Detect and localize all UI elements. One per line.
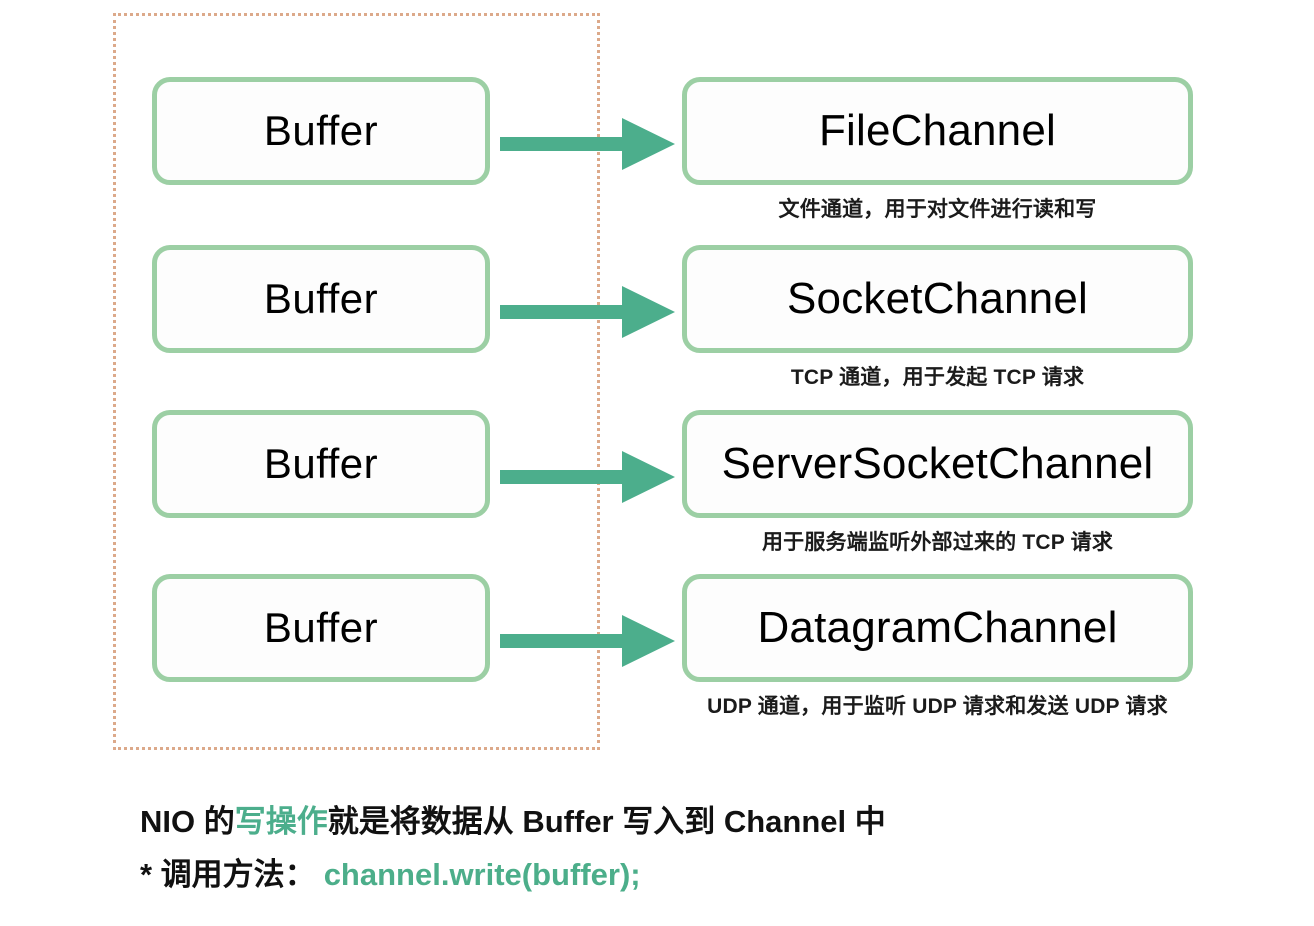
channel-caption: 用于服务端监听外部过来的 TCP 请求 xyxy=(761,531,1114,554)
write-arrow-icon xyxy=(500,451,675,503)
write-arrow-icon xyxy=(500,286,675,338)
summary-block: NIO 的写操作就是将数据从 Buffer 写入到 Channel 中 * 调用… xyxy=(140,806,1240,890)
buffer-group-region xyxy=(113,13,600,750)
channel-label: DatagramChannel xyxy=(757,603,1118,652)
summary-line-method: * 调用方法：channel.write(buffer); xyxy=(140,859,1240,890)
buffer-box: Buffer xyxy=(152,77,490,185)
buffer-label: Buffer xyxy=(263,440,379,487)
channel-label: ServerSocketChannel xyxy=(721,439,1154,488)
buffer-label: Buffer xyxy=(263,107,379,154)
channel-label: SocketChannel xyxy=(786,274,1089,323)
buffer-box: Buffer xyxy=(152,574,490,682)
summary-accent: 写操作 xyxy=(234,804,328,839)
channel-caption: TCP 通道，用于发起 TCP 请求 xyxy=(790,366,1085,389)
channel-box: DatagramChannel xyxy=(682,574,1193,682)
buffer-box: Buffer xyxy=(152,245,490,353)
buffer-label: Buffer xyxy=(263,275,379,322)
channel-label: FileChannel xyxy=(818,106,1056,155)
summary-suffix: 就是将数据从 Buffer 写入到 Channel 中 xyxy=(327,804,886,839)
write-arrow-icon xyxy=(500,615,675,667)
diagram-row: Buffer SocketChannel TCP 通道，用于发起 TCP 请求 xyxy=(0,245,1314,389)
channel-box: FileChannel xyxy=(682,77,1193,185)
channel-caption: UDP 通道，用于监听 UDP 请求和发送 UDP 请求 xyxy=(707,695,1168,718)
diagram-row: Buffer DatagramChannel UDP 通道，用于监听 UDP 请… xyxy=(0,574,1314,718)
method-code: channel.write(buffer); xyxy=(323,857,641,892)
summary-prefix: NIO 的 xyxy=(140,804,235,839)
summary-line-primary: NIO 的写操作就是将数据从 Buffer 写入到 Channel 中 xyxy=(140,806,1240,837)
diagram-row: Buffer FileChannel 文件通道，用于对文件进行读和写 xyxy=(0,77,1314,221)
channel-box: ServerSocketChannel xyxy=(682,410,1193,518)
buffer-label: Buffer xyxy=(263,604,379,651)
buffer-box: Buffer xyxy=(152,410,490,518)
channel-box: SocketChannel xyxy=(682,245,1193,353)
diagram-row: Buffer ServerSocketChannel 用于服务端监听外部过来的 … xyxy=(0,410,1314,554)
channel-caption: 文件通道，用于对文件进行读和写 xyxy=(778,198,1097,221)
method-prefix: * 调用方法： xyxy=(140,857,316,892)
write-arrow-icon xyxy=(500,118,675,170)
